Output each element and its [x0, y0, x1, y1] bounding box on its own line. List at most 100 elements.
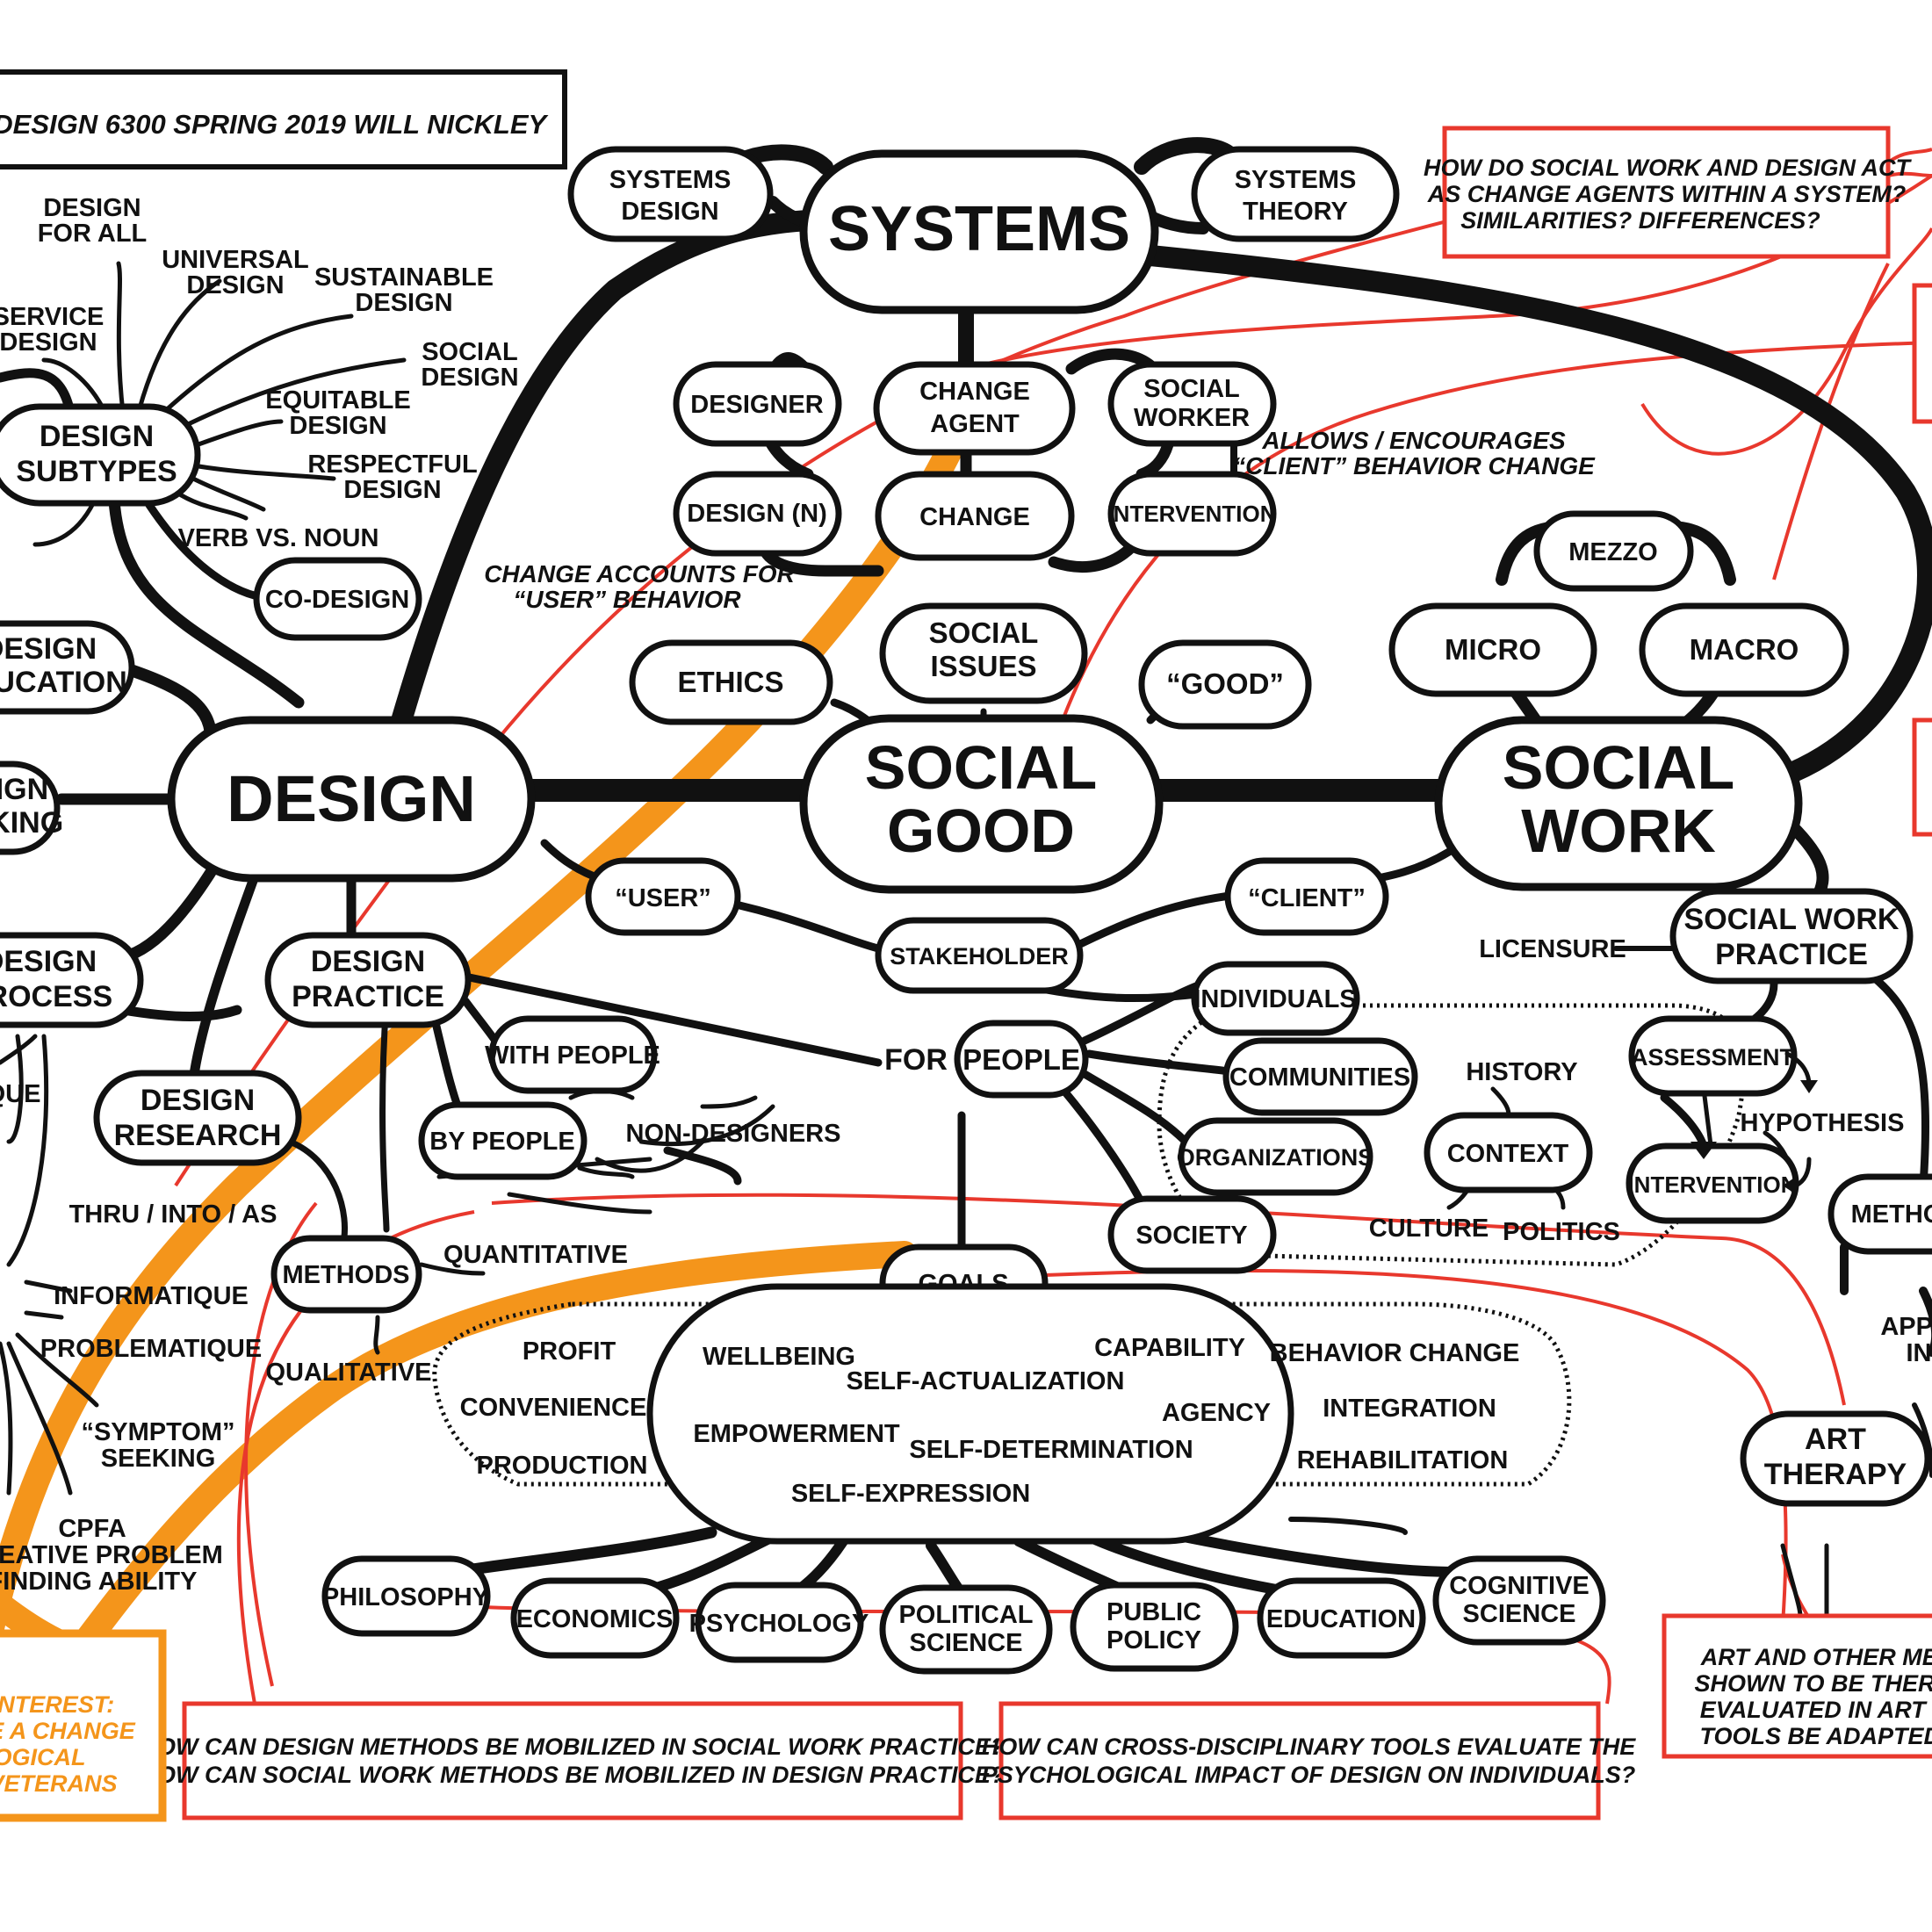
- svg-text:SUBTYPES: SUBTYPES: [16, 455, 177, 488]
- svg-text:THINKING: THINKING: [0, 806, 63, 840]
- node-intervention-top[interactable]: INTERVENTION: [1107, 471, 1277, 557]
- svg-text:COGNITIVE: COGNITIVE: [1449, 1572, 1590, 1600]
- node-ethics[interactable]: ETHICS: [629, 639, 833, 725]
- svg-text:DESIGN: DESIGN: [43, 194, 141, 222]
- node-assessment[interactable]: ASSESSMENT: [1628, 1015, 1798, 1097]
- node-design-thinking[interactable]: DESIGN THINKING: [0, 761, 63, 855]
- node-methods-left[interactable]: METHODS: [270, 1235, 422, 1314]
- node-intervention-right[interactable]: INTERVENTION: [1626, 1143, 1799, 1224]
- node-systems-theory[interactable]: SYSTEMS THEORY: [1191, 146, 1400, 242]
- node-change[interactable]: CHANGE: [875, 471, 1075, 561]
- svg-text:ART AND OTHER MEANI: ART AND OTHER MEANI: [1700, 1644, 1932, 1670]
- svg-text:HOW DO SOCIAL WORK AND DESIGN: HOW DO SOCIAL WORK AND DESIGN ACT: [1424, 155, 1912, 181]
- node-macro[interactable]: MACRO: [1639, 602, 1849, 697]
- node-context[interactable]: CONTEXT: [1424, 1112, 1593, 1193]
- svg-text:SYSTEMS: SYSTEMS: [828, 194, 1130, 264]
- hub-social-good[interactable]: SOCIAL GOOD: [799, 714, 1164, 894]
- svg-text:FOR: FOR: [884, 1043, 948, 1077]
- node-with-people[interactable]: WITH PEOPLE: [485, 1015, 660, 1094]
- node-design-education[interactable]: DESIGN EDUCATION: [0, 620, 135, 715]
- svg-text:DESIGN: DESIGN: [141, 1084, 255, 1117]
- node-communities[interactable]: COMMUNITIES: [1222, 1037, 1418, 1116]
- svg-text:HOW CAN CROSS-DISCIPLINARY TOO: HOW CAN CROSS-DISCIPLINARY TOOLS EVALUAT…: [982, 1734, 1637, 1760]
- node-systems-design[interactable]: SYSTEMS DESIGN: [567, 146, 774, 242]
- svg-text:THERAPY: THERAPY: [1764, 1458, 1907, 1491]
- svg-text:BY PEOPLE: BY PEOPLE: [429, 1128, 574, 1156]
- svg-text:MICRO: MICRO: [1445, 633, 1541, 666]
- node-mezzo[interactable]: MEZZO: [1533, 510, 1694, 592]
- svg-text:SELF-ACTUALIZATION: SELF-ACTUALIZATION: [847, 1367, 1125, 1395]
- svg-text:PRACTICE: PRACTICE: [292, 980, 444, 1013]
- svg-text:PHILOSOPHY: PHILOSOPHY: [322, 1583, 489, 1611]
- svg-text:SEEKING: SEEKING: [101, 1445, 216, 1473]
- svg-text:“USER” BEHAVIOR: “USER” BEHAVIOR: [513, 586, 741, 613]
- svg-text:DESIGN (N): DESIGN (N): [687, 500, 827, 528]
- hub-social-work[interactable]: SOCIAL WORK: [1434, 716, 1803, 891]
- svg-text:EDUCATION: EDUCATION: [1266, 1605, 1416, 1633]
- svg-text:INFORMATIQUE: INFORMATIQUE: [54, 1282, 249, 1310]
- svg-text:PSYCHOLOGY: PSYCHOLOGY: [689, 1610, 869, 1638]
- node-social-issues[interactable]: SOCIAL ISSUES: [879, 602, 1088, 704]
- node-organizations[interactable]: ORGANIZATIONS: [1177, 1117, 1374, 1196]
- svg-text:CO-DESIGN: CO-DESIGN: [265, 586, 409, 614]
- node-political-science[interactable]: POLITICAL SCIENCE: [879, 1584, 1053, 1675]
- svg-text:INTERVENTION: INTERVENTION: [1627, 1171, 1797, 1198]
- svg-text:SOCIAL: SOCIAL: [865, 733, 1097, 802]
- svg-text:“CLIENT” BEHAVIOR CHANGE: “CLIENT” BEHAVIOR CHANGE: [1233, 452, 1596, 479]
- node-art-therapy[interactable]: ART THERAPY: [1740, 1410, 1931, 1507]
- node-client[interactable]: “CLIENT”: [1224, 857, 1389, 936]
- svg-text:THRU / INTO / AS: THRU / INTO / AS: [69, 1200, 278, 1229]
- node-society[interactable]: SOCIETY: [1107, 1195, 1277, 1274]
- node-social-work-practice[interactable]: SOCIAL WORK PRACTICE: [1669, 888, 1914, 984]
- red-threads: [174, 148, 1932, 1705]
- hub-design[interactable]: DESIGN: [167, 716, 536, 883]
- svg-text:DESIGN: DESIGN: [227, 762, 476, 835]
- svg-text:STAKEHOLDER: STAKEHOLDER: [890, 943, 1069, 970]
- svg-text:LICENSURE: LICENSURE: [1479, 935, 1626, 963]
- svg-text:DESIGN: DESIGN: [0, 328, 97, 357]
- node-good[interactable]: “GOOD”: [1138, 639, 1312, 730]
- node-social-worker[interactable]: SOCIAL WORKER: [1107, 361, 1277, 447]
- hub-systems[interactable]: SYSTEMS: [799, 149, 1159, 314]
- node-philosophy[interactable]: PHILOSOPHY: [321, 1555, 491, 1637]
- svg-text:RESEARCH: RESEARCH: [114, 1119, 282, 1152]
- node-people[interactable]: PEOPLE: [954, 1020, 1089, 1099]
- svg-text:PRODUCTION: PRODUCTION: [477, 1452, 648, 1480]
- svg-text:FOR ALL: FOR ALL: [38, 220, 148, 248]
- node-by-people[interactable]: BY PEOPLE: [418, 1101, 588, 1180]
- node-design-practice[interactable]: DESIGN PRACTICE: [264, 932, 472, 1028]
- node-psychology[interactable]: PSYCHOLOGY: [689, 1582, 869, 1663]
- svg-text:IN: IN: [1907, 1339, 1932, 1367]
- svg-text:DESIGN: DESIGN: [0, 632, 97, 666]
- node-design-n[interactable]: DESIGN (N): [673, 471, 842, 557]
- svg-text:SERVICE: SERVICE: [0, 303, 104, 331]
- node-design-process[interactable]: DESIGN PROCESS: [0, 932, 144, 1028]
- svg-text:WITH PEOPLE: WITH PEOPLE: [485, 1042, 660, 1070]
- svg-text:EDUCATION: EDUCATION: [0, 666, 127, 699]
- svg-text:EVALUATED IN ART THE: EVALUATED IN ART THE: [1700, 1697, 1932, 1723]
- node-education[interactable]: EDUCATION: [1257, 1577, 1426, 1659]
- node-design-subtypes[interactable]: DESIGN SUBTYPES: [0, 403, 201, 507]
- svg-text:CPFA: CPFA: [58, 1515, 126, 1543]
- svg-text:ISSUES: ISSUES: [930, 650, 1036, 682]
- node-public-policy[interactable]: PUBLIC POLICY: [1070, 1582, 1239, 1672]
- node-change-agent[interactable]: CHANGE AGENT: [873, 361, 1076, 456]
- svg-text:MEZZO: MEZZO: [1568, 538, 1658, 566]
- node-cognitive-science[interactable]: COGNITIVE SCIENCE: [1432, 1555, 1606, 1646]
- node-co-design[interactable]: CO-DESIGN: [253, 557, 422, 641]
- node-economics[interactable]: ECONOMICS: [510, 1577, 680, 1659]
- svg-text:HISTORY: HISTORY: [1466, 1058, 1577, 1086]
- node-micro[interactable]: MICRO: [1388, 602, 1597, 697]
- svg-text:QUANTITATIVE: QUANTITATIVE: [443, 1241, 628, 1269]
- node-stakeholder[interactable]: STAKEHOLDER: [875, 917, 1084, 994]
- node-designer[interactable]: DESIGNER: [673, 361, 842, 447]
- svg-text:SOCIAL: SOCIAL: [1503, 733, 1734, 802]
- node-individuals[interactable]: INDIVIDUALS: [1191, 961, 1360, 1036]
- node-design-research[interactable]: DESIGN RESEARCH: [93, 1070, 302, 1166]
- svg-text:PRACTICE: PRACTICE: [1715, 938, 1868, 971]
- svg-text:PSYCHOLOGICAL IMPACT OF DESIGN: PSYCHOLOGICAL IMPACT OF DESIGN ON INDIVI…: [982, 1762, 1636, 1788]
- node-user[interactable]: “USER”: [585, 857, 741, 936]
- question-art: ART AND OTHER MEANI SHOWN TO BE THERAPU …: [1662, 1613, 1932, 1759]
- node-methods-right[interactable]: METHO: [1827, 1173, 1932, 1255]
